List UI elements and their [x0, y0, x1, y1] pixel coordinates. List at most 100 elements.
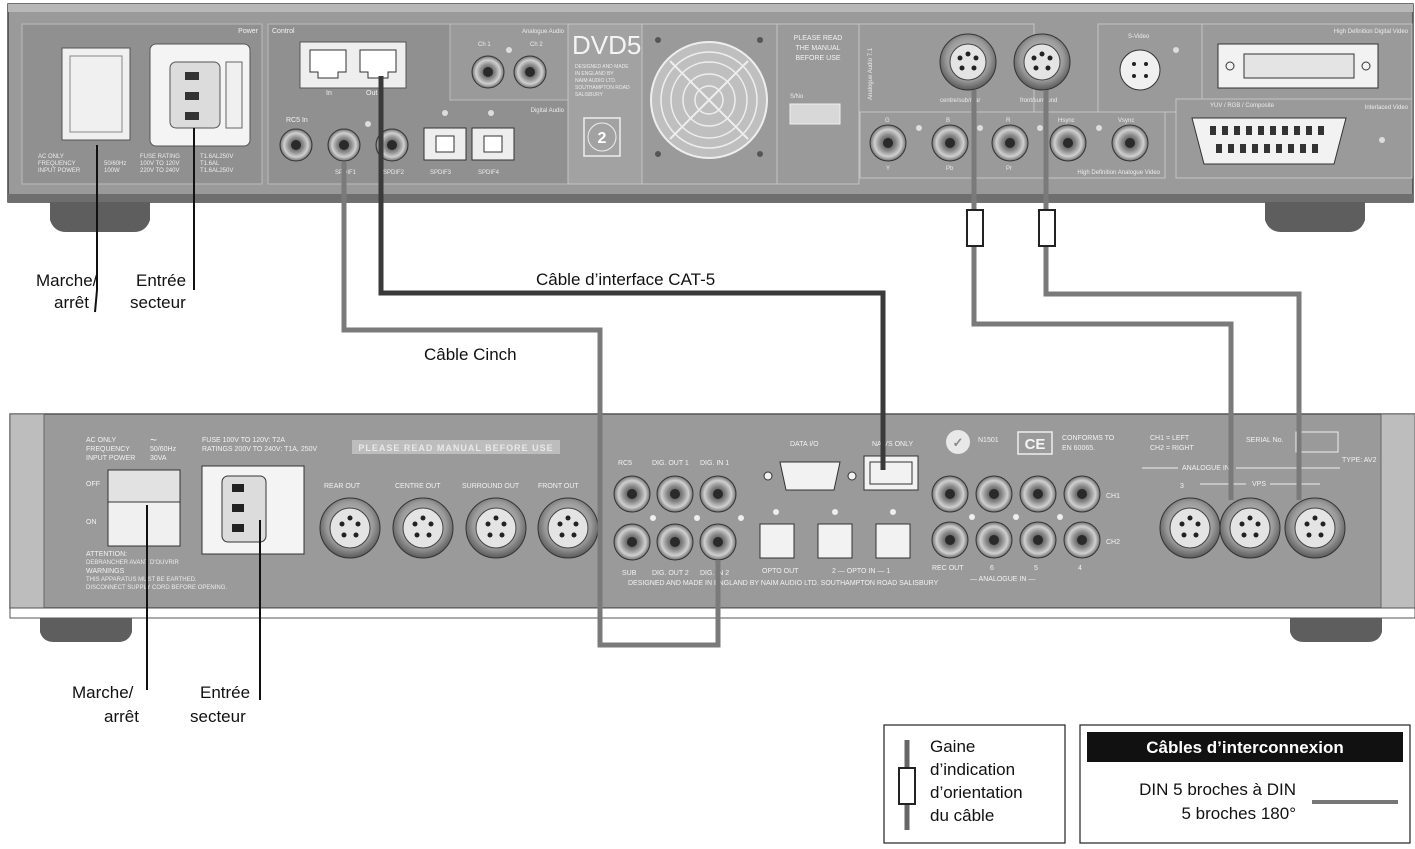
b-input-power: INPUT POWER	[86, 455, 135, 462]
b-opto-in1-port[interactable]	[875, 523, 911, 559]
cat5-cable	[378, 76, 886, 470]
bottom-switch-label-1: Marche/	[72, 683, 134, 702]
b-ain-num-4: 4	[1078, 565, 1082, 572]
port-in-label: In	[326, 90, 332, 97]
cinch-label: Câble Cinch	[424, 345, 517, 364]
section-power-label: Power	[238, 28, 259, 35]
b-navs-label: NA VS ONLY	[872, 441, 913, 448]
legend-cables-line-2: 5 broches 180°	[1181, 804, 1296, 823]
b-opto-out-label: OPTO OUT	[762, 568, 799, 575]
b-rec-out-label: REC OUT	[932, 565, 964, 572]
b-ac-tilde: ~	[150, 433, 157, 447]
hsync-label: Hsync	[1058, 118, 1075, 124]
b-conforms-2: EN 60065.	[1062, 445, 1095, 452]
legend-cables-title: Câbles d’interconnexion	[1146, 738, 1343, 757]
top-switch-label-1: Marche/	[36, 271, 98, 290]
interlaced-video-label: Interlaced Video	[1365, 105, 1409, 111]
section-analogue-audio-label: Analogue Audio	[522, 29, 565, 35]
section-control-label: Control	[272, 28, 295, 35]
b-data-io-label: DATA I/O	[790, 441, 819, 448]
top-fuse-4: T1.6AL250V	[200, 154, 233, 160]
din-front-label: front/surround	[1020, 98, 1057, 104]
rj45-in-port[interactable]	[309, 49, 347, 79]
please-read-3: BEFORE USE	[795, 55, 840, 62]
b-attention-5: DISCONNECT SUPPLY CORD BEFORE OPENING.	[86, 585, 227, 591]
b-ce-mark: CE	[1025, 436, 1046, 453]
please-read-1: PLEASE READ	[794, 35, 843, 42]
callout-text: Marche/ arrêt Entrée secteur Câble d’int…	[36, 270, 715, 726]
b-designed-text: DESIGNED AND MADE IN ENGLAND BY NAIM AUD…	[628, 580, 939, 587]
s-video-port[interactable]	[1119, 49, 1161, 91]
scart-port[interactable]	[1191, 117, 1347, 165]
top-mains-label-1: Entrée	[136, 271, 186, 290]
model-print-3: NAIM AUDIO LTD.	[575, 78, 616, 84]
b-frequency: FREQUENCY	[86, 446, 130, 453]
b-dig-out2-label: DIG. OUT 2	[652, 570, 689, 577]
top-hd-video-section: High Definition Digital Video YUV / RGB …	[1175, 23, 1413, 179]
legend-cables-header	[1087, 732, 1403, 762]
b-vps-label: VPS	[1252, 481, 1266, 488]
legend-orientation-line-2: d’indication	[930, 760, 1015, 779]
legend-orientation-line-1: Gaine	[930, 737, 975, 756]
top-foot-right	[1265, 202, 1365, 232]
top-fuse-5: T1.6AL	[200, 161, 220, 167]
rj45-out-port[interactable]	[359, 49, 397, 79]
top-svideo-section: S-Video	[1097, 23, 1203, 113]
b-attention-3: WARNINGS	[86, 568, 125, 575]
b-rear-out-label: REAR OUT	[324, 483, 361, 490]
bottom-switch-label-2: arrêt	[104, 707, 139, 726]
b-dig-in2-label: DIG. IN 2	[700, 570, 729, 577]
orientation-sleeve-1	[966, 209, 984, 247]
s-video-label: S-Video	[1128, 34, 1150, 40]
b-off-label: OFF	[86, 481, 100, 488]
b-ch1-label: CH1	[1106, 493, 1120, 500]
b-please-read-banner	[352, 440, 560, 454]
model-print-5: SALISBURY	[575, 92, 604, 98]
pb-label: Pb	[946, 166, 954, 172]
b-opto-out-port[interactable]	[759, 523, 795, 559]
b-serial-box	[1295, 431, 1339, 453]
top-power-switch[interactable]	[61, 47, 131, 141]
legend-orientation-box: Gaine d’indication d’orientation du câbl…	[883, 724, 1066, 844]
region-badge	[583, 117, 621, 157]
rc5-in-label: RC5 In	[286, 117, 308, 124]
b-ch-legend-2: CH2 = RIGHT	[1150, 445, 1194, 452]
b-front-out-label: FRONT OUT	[538, 483, 579, 490]
b-data-io-port[interactable]	[779, 461, 841, 491]
b-opto-in2-port[interactable]	[817, 523, 853, 559]
bottom-foot-right	[1290, 618, 1382, 642]
b-on-label: ON	[86, 519, 97, 526]
b-dig-in1-label: DIG. IN 1	[700, 460, 729, 467]
b-rc5-label: RC5	[618, 460, 632, 467]
ch2-label: Ch 2	[530, 42, 543, 48]
top-fuse-6: T1.6AL250V	[200, 168, 233, 174]
b-sub-label: SUB	[622, 570, 637, 577]
please-read-2: THE MANUAL	[795, 45, 840, 52]
b-ac-only: AC ONLY	[86, 437, 117, 444]
b-ain-num-5: 5	[1034, 565, 1038, 572]
bottom-unit: AC ONLY FREQUENCY INPUT POWER ~ 50/60Hz …	[9, 413, 1415, 642]
callout-lines	[94, 128, 261, 700]
b-surround-out-label: SURROUND OUT	[462, 483, 520, 490]
y-label: Y	[886, 166, 890, 172]
top-power-text-1: AC ONLY	[38, 154, 64, 160]
pr-label: Pr	[1006, 166, 1012, 172]
b-analogue-in-bottom-label: — ANALOGUE IN —	[970, 576, 1035, 583]
ch1-label: Ch 1	[478, 42, 491, 48]
fan-grille	[641, 23, 778, 185]
cables	[341, 76, 1302, 648]
b-attention-2: DEBRANCHER AVANT D'OUVRIR	[86, 560, 179, 566]
section-analogue-audio-71-label: Analogue Audio 7.1	[868, 47, 874, 100]
port-out-label: Out	[366, 90, 377, 97]
b-navs-port[interactable]	[863, 455, 919, 491]
din-cable-1	[971, 90, 1234, 500]
b-fuse-1: FUSE 100V TO 120V: T2A	[202, 437, 285, 444]
din-centre-label: centre/sub/rear	[940, 98, 980, 104]
model-logo: DVD5	[572, 30, 641, 60]
section-hd-analogue-video-label: High Definition Analogue Video	[1077, 170, 1160, 176]
din-cable-2	[1043, 90, 1302, 500]
top-av-section: Analogue Audio 7.1 centre/sub/rear front…	[858, 23, 1166, 179]
top-power-text-2: FREQUENCY	[38, 161, 76, 167]
b-analogue-in-header: ANALOGUE IN	[1182, 465, 1230, 472]
cat5-label: Câble d’interface CAT-5	[536, 270, 715, 289]
